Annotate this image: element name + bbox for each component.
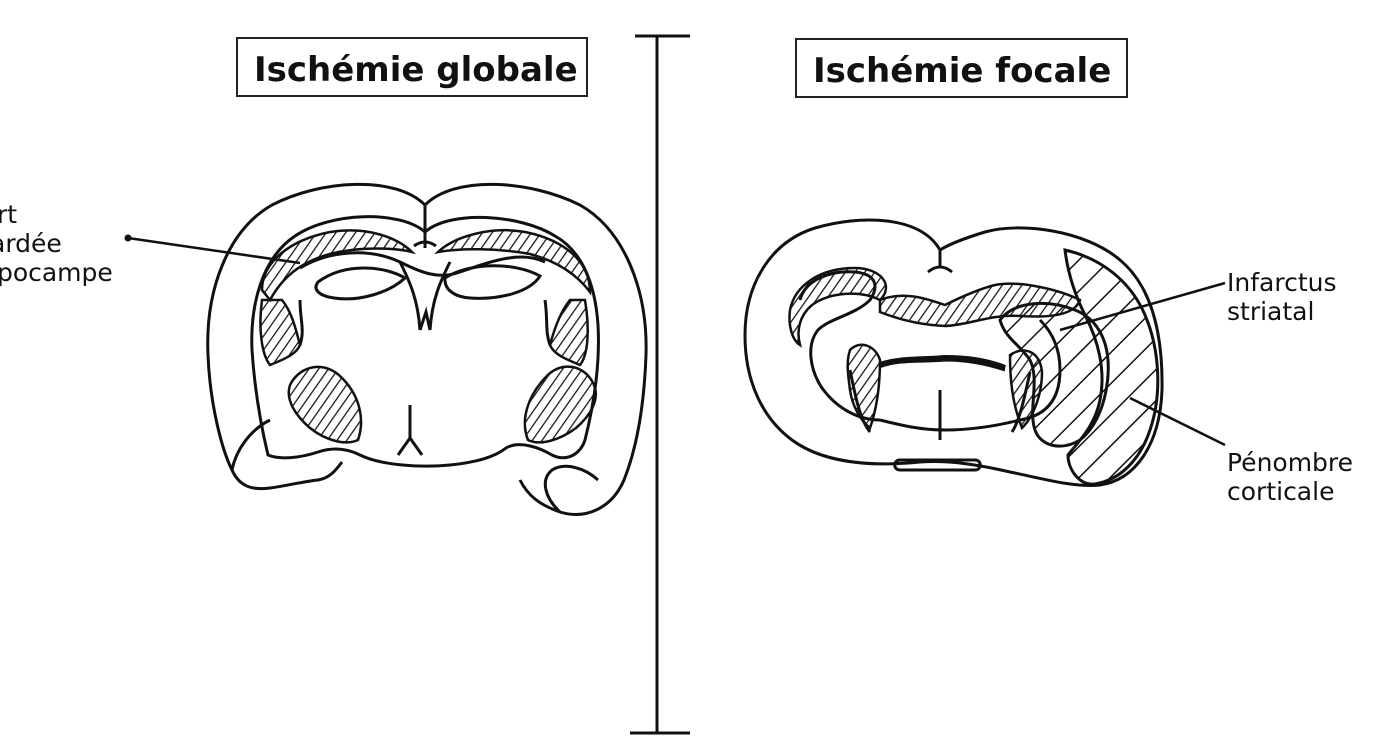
center-divider [630,36,690,733]
label-hippocampus-delayed-death: ırt ardée ıpocampe [0,200,113,287]
infarct-dark-band [880,358,1005,368]
pointer-dot-left [125,235,132,242]
label-left-line-3: ıpocampe [0,258,113,287]
hatched-regions-global [260,230,595,442]
label-infarct-line-1: Infarctus [1227,268,1337,297]
label-left-line-1: ırt [0,200,113,229]
label-penumbra-line-2: corticale [1227,477,1353,506]
label-penumbra-line-1: Pénombre [1227,448,1353,477]
label-striatal-infarct: Infarctus striatal [1227,268,1337,326]
title-global-ischemia: Ischémie globale [236,37,588,97]
label-cortical-penumbra: Pénombre corticale [1227,448,1353,506]
label-infarct-line-2: striatal [1227,297,1337,326]
title-focal-ischemia: Ischémie focale [795,38,1128,98]
label-left-line-2: ardée [0,229,113,258]
pointer-line-left [128,238,300,263]
